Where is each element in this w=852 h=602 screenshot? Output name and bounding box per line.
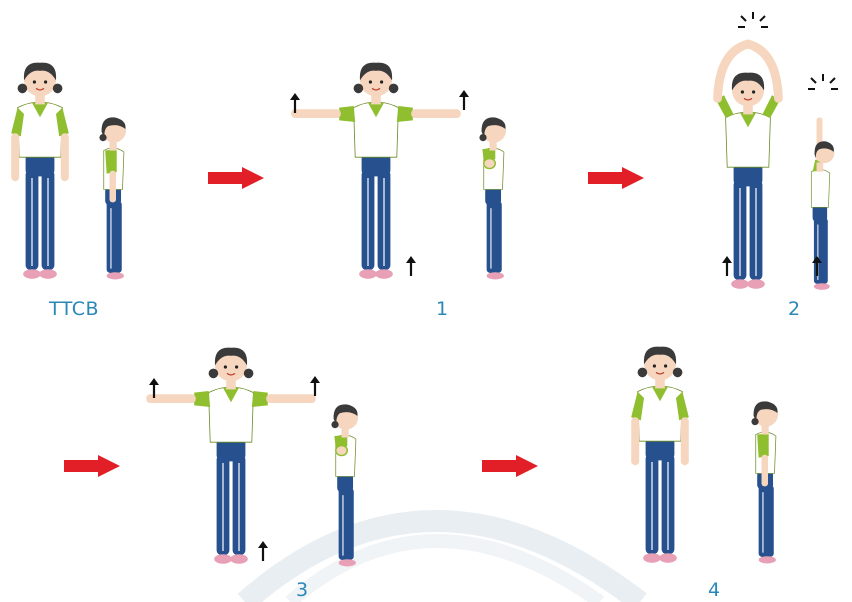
arrow-next-2: [588, 167, 646, 191]
clap-burst-icon: [808, 74, 838, 94]
figure-step1-side: [478, 116, 526, 286]
step-label-2: 2: [788, 298, 801, 320]
step-label-3: 3: [296, 579, 309, 601]
arrow-next-3: [64, 455, 122, 479]
figure-step4-front: [628, 342, 708, 567]
up-arrow-icon: [459, 90, 471, 112]
step-label-4: 4: [708, 579, 721, 601]
up-arrow-icon: [258, 541, 270, 563]
up-arrow-icon: [310, 376, 322, 398]
up-arrow-icon: [722, 256, 734, 278]
step-label-ttcb: TTCB: [49, 298, 99, 320]
up-arrow-icon: [812, 256, 824, 278]
figure-step1-front: [288, 58, 478, 283]
arrow-next-1: [208, 167, 266, 191]
arrow-next-4: [482, 455, 540, 479]
figure-ttcb-front: [8, 58, 88, 283]
step-label-1: 1: [436, 298, 449, 320]
figure-step4-side: [750, 400, 798, 570]
figure-step3-side: [330, 403, 378, 573]
figure-step2-front: [712, 42, 812, 282]
clap-burst-icon: [738, 12, 768, 32]
up-arrow-icon: [406, 256, 418, 278]
up-arrow-icon: [149, 378, 161, 400]
figure-ttcb-side: [98, 116, 146, 286]
up-arrow-icon: [290, 93, 302, 115]
figure-step3-front: [143, 343, 333, 568]
